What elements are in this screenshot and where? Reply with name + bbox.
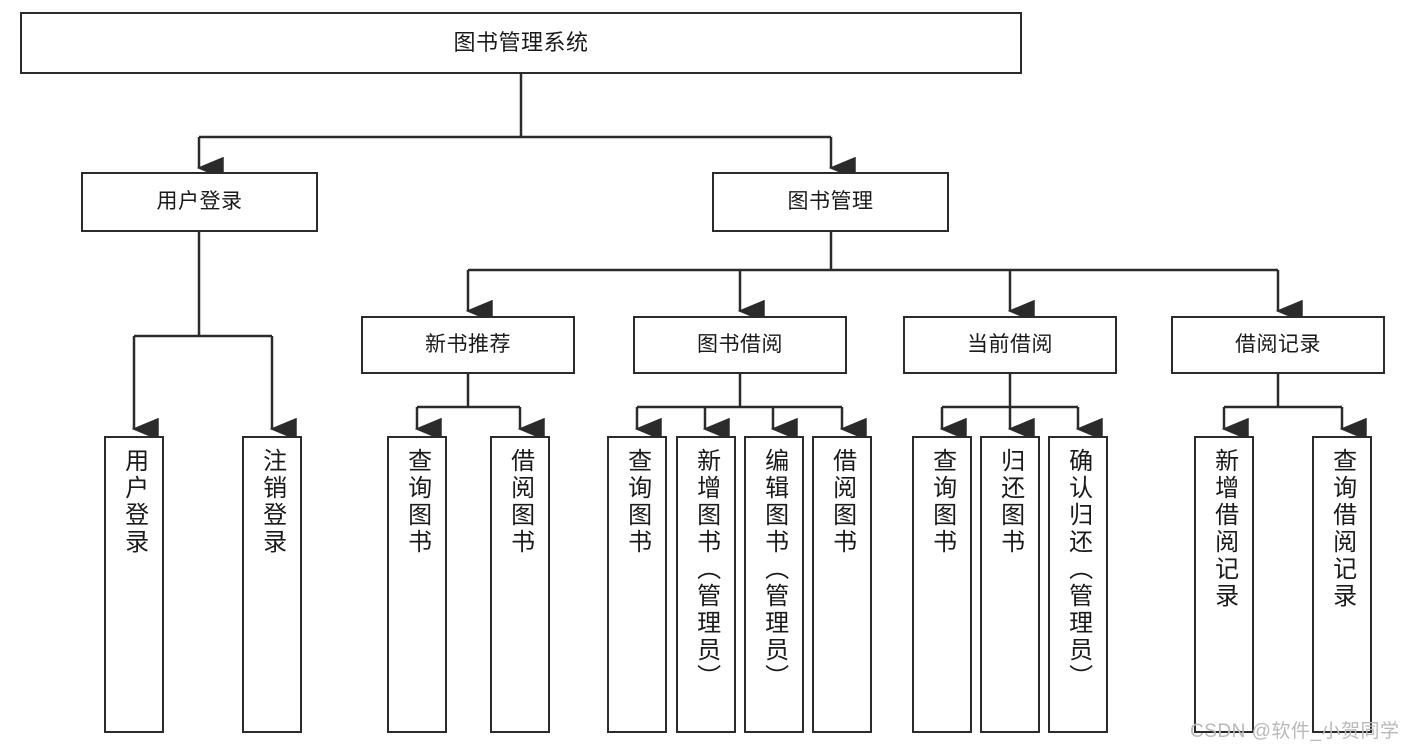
node-label: 图书借阅: [697, 333, 783, 357]
node-label: 当前借阅: [967, 333, 1053, 357]
leaf-edit-book-admin[interactable]: 编辑图书（管理员）: [744, 436, 804, 733]
leaf-add-book-admin[interactable]: 新增图书（管理员）: [676, 436, 736, 733]
node-label: 用户登录: [120, 448, 148, 556]
node-label: 新增图书（管理员）: [692, 448, 720, 691]
node-borrow-records[interactable]: 借阅记录: [1171, 316, 1385, 374]
leaf-logout[interactable]: 注销登录: [242, 436, 302, 733]
node-label: 新增借阅记录: [1210, 448, 1238, 610]
leaf-borrow-book[interactable]: 借阅图书: [812, 436, 872, 733]
node-label: 查询图书: [403, 448, 431, 556]
node-user-login[interactable]: 用户登录: [81, 172, 318, 232]
node-label: 查询图书: [623, 448, 651, 556]
node-book-borrow[interactable]: 图书借阅: [633, 316, 847, 374]
node-label: 归还图书: [996, 448, 1024, 556]
node-label: 借阅记录: [1235, 333, 1321, 357]
node-label: 查询借阅记录: [1328, 448, 1356, 610]
node-book-management[interactable]: 图书管理: [712, 172, 949, 232]
leaf-user-login[interactable]: 用户登录: [104, 436, 164, 733]
node-label: 用户登录: [156, 190, 243, 214]
leaf-add-borrow-record[interactable]: 新增借阅记录: [1194, 436, 1254, 733]
node-label: 注销登录: [258, 448, 286, 556]
node-label: 图书管理系统: [453, 29, 589, 55]
leaf-return-book[interactable]: 归还图书: [980, 436, 1040, 733]
leaf-confirm-return-admin[interactable]: 确认归还（管理员）: [1048, 436, 1108, 733]
node-label: 图书管理: [787, 190, 874, 214]
leaf-borrow-book-recommend[interactable]: 借阅图书: [490, 436, 550, 733]
node-label: 借阅图书: [828, 448, 856, 556]
leaf-search-borrow-record[interactable]: 查询借阅记录: [1312, 436, 1372, 733]
node-label: 编辑图书（管理员）: [760, 448, 788, 691]
node-current-borrow[interactable]: 当前借阅: [903, 316, 1117, 374]
node-label: 查询图书: [928, 448, 956, 556]
node-new-book-recommend[interactable]: 新书推荐: [361, 316, 575, 374]
leaf-search-book-current[interactable]: 查询图书: [912, 436, 972, 733]
node-root-book-management-system[interactable]: 图书管理系统: [20, 12, 1022, 74]
node-label: 借阅图书: [506, 448, 534, 556]
node-label: 确认归还（管理员）: [1064, 448, 1092, 691]
leaf-search-book-borrow[interactable]: 查询图书: [607, 436, 667, 733]
leaf-search-book-recommend[interactable]: 查询图书: [387, 436, 447, 733]
node-label: 新书推荐: [425, 333, 511, 357]
csdn-watermark: CSDN @软件_小贺同学: [1190, 721, 1400, 742]
